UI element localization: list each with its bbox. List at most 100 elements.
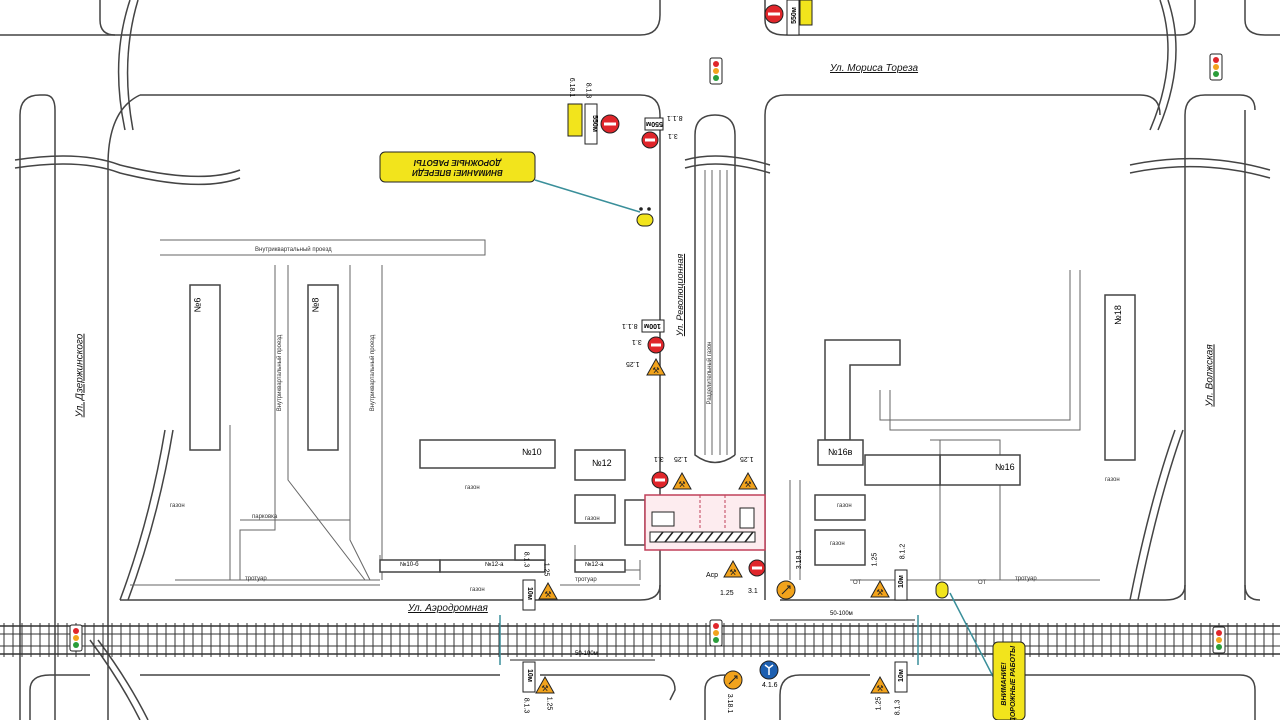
railway [0,623,1280,657]
building-10 [419,439,556,469]
road-works-sign-icon: ⚒ [646,357,666,376]
traffic-light-icon [709,57,723,85]
building-10b [379,559,441,573]
building-small-2 [574,494,616,524]
building-small [624,499,646,546]
warning-lamp-icon [935,581,949,599]
track-curve [119,429,166,601]
traffic-lights [69,53,1226,654]
road-edge [1184,94,1256,116]
road-edge [540,674,676,701]
building-8 [307,284,339,451]
warning-banners [379,151,1026,720]
road-works-sign-icon: ⚒ [672,471,692,490]
road-works-signs: ⚒ ⚒ ⚒ ⚒ ⚒ ⚒ ⚒ ⚒ [535,357,890,694]
plate [894,569,908,601]
road-edge [900,674,1256,720]
warning-lamps [636,207,949,599]
road-edge [704,674,726,720]
road-works-sign-icon: ⚒ [738,471,758,490]
road-edge [0,0,661,36]
svg-text:⚒: ⚒ [744,480,751,489]
plate [894,661,908,693]
plate [641,319,665,333]
inner-drives [130,239,1100,586]
direction-sign-icon [759,660,779,680]
no-entry-sign-icon [641,131,659,149]
vehicle-icon [651,511,675,527]
track-curve [14,155,241,178]
track-curve [1129,429,1176,601]
median-edge [694,135,736,464]
road-works-sign-icon: ⚒ [870,675,890,694]
track-curve [1157,0,1177,131]
track-curve [97,639,149,720]
track-curve [1137,429,1184,601]
vehicle-icon [739,507,755,529]
traffic-light-icon [1209,53,1223,81]
track-curve [89,639,141,720]
road-edge [1179,0,1196,36]
track-curve [14,163,241,186]
detour-sign-icon [723,670,743,690]
leader-lines [499,179,1001,691]
warning-banner-right [992,641,1026,720]
road-edge [40,94,56,720]
no-entry-sign-icon [748,559,766,577]
road-edge [140,94,661,600]
building-box-2 [814,529,866,566]
building-box [814,494,866,521]
plate [644,117,664,131]
road-edge [1244,584,1261,601]
no-entry-sign-icon [647,336,665,354]
road-edge [764,0,1180,36]
svg-text:⚒: ⚒ [729,568,736,577]
track-curve [684,155,771,166]
detour-signs [723,580,796,690]
plate [522,661,536,693]
median-edge [694,114,736,455]
buildings [189,284,1136,573]
svg-text:⚒: ⚒ [876,684,883,693]
building-l [824,339,901,441]
road-edge [1244,0,1280,36]
building-18 [1104,294,1136,461]
building-6 [189,284,221,451]
warning-lamp-icon [636,207,654,227]
track-curve [126,0,139,131]
distance-plates [522,0,908,693]
plate [567,103,583,137]
curved-tracks [14,0,1271,720]
road-edge [780,584,1186,601]
building-12 [574,449,626,481]
road-edge [120,584,661,601]
traffic-light-icon [69,624,83,652]
plate [799,0,813,26]
no-entry-sign-icon [600,114,620,134]
building-link [864,454,941,486]
road-edge [764,94,1161,600]
track-curve [684,163,771,174]
road-edge [19,94,41,720]
work-zone [644,494,766,551]
central-tracks [704,170,728,455]
distance-markers [510,619,915,661]
no-entry-sign-icon [651,471,669,489]
track-curve [127,429,174,601]
track-curve [1129,157,1271,171]
warning-banner [379,151,536,183]
building-16 [939,454,1021,486]
rail-ties [3,623,1274,657]
svg-text:⚒: ⚒ [678,480,685,489]
road-edge [107,94,141,720]
road-works-sign-icon: ⚒ [723,559,743,578]
svg-text:⚒: ⚒ [876,588,883,597]
building-12a-left [439,559,546,573]
building-12a-ext [514,544,546,561]
plate [786,0,800,36]
road-edge [29,674,90,720]
svg-text:⚒: ⚒ [541,684,548,693]
traffic-light-icon [709,619,723,647]
